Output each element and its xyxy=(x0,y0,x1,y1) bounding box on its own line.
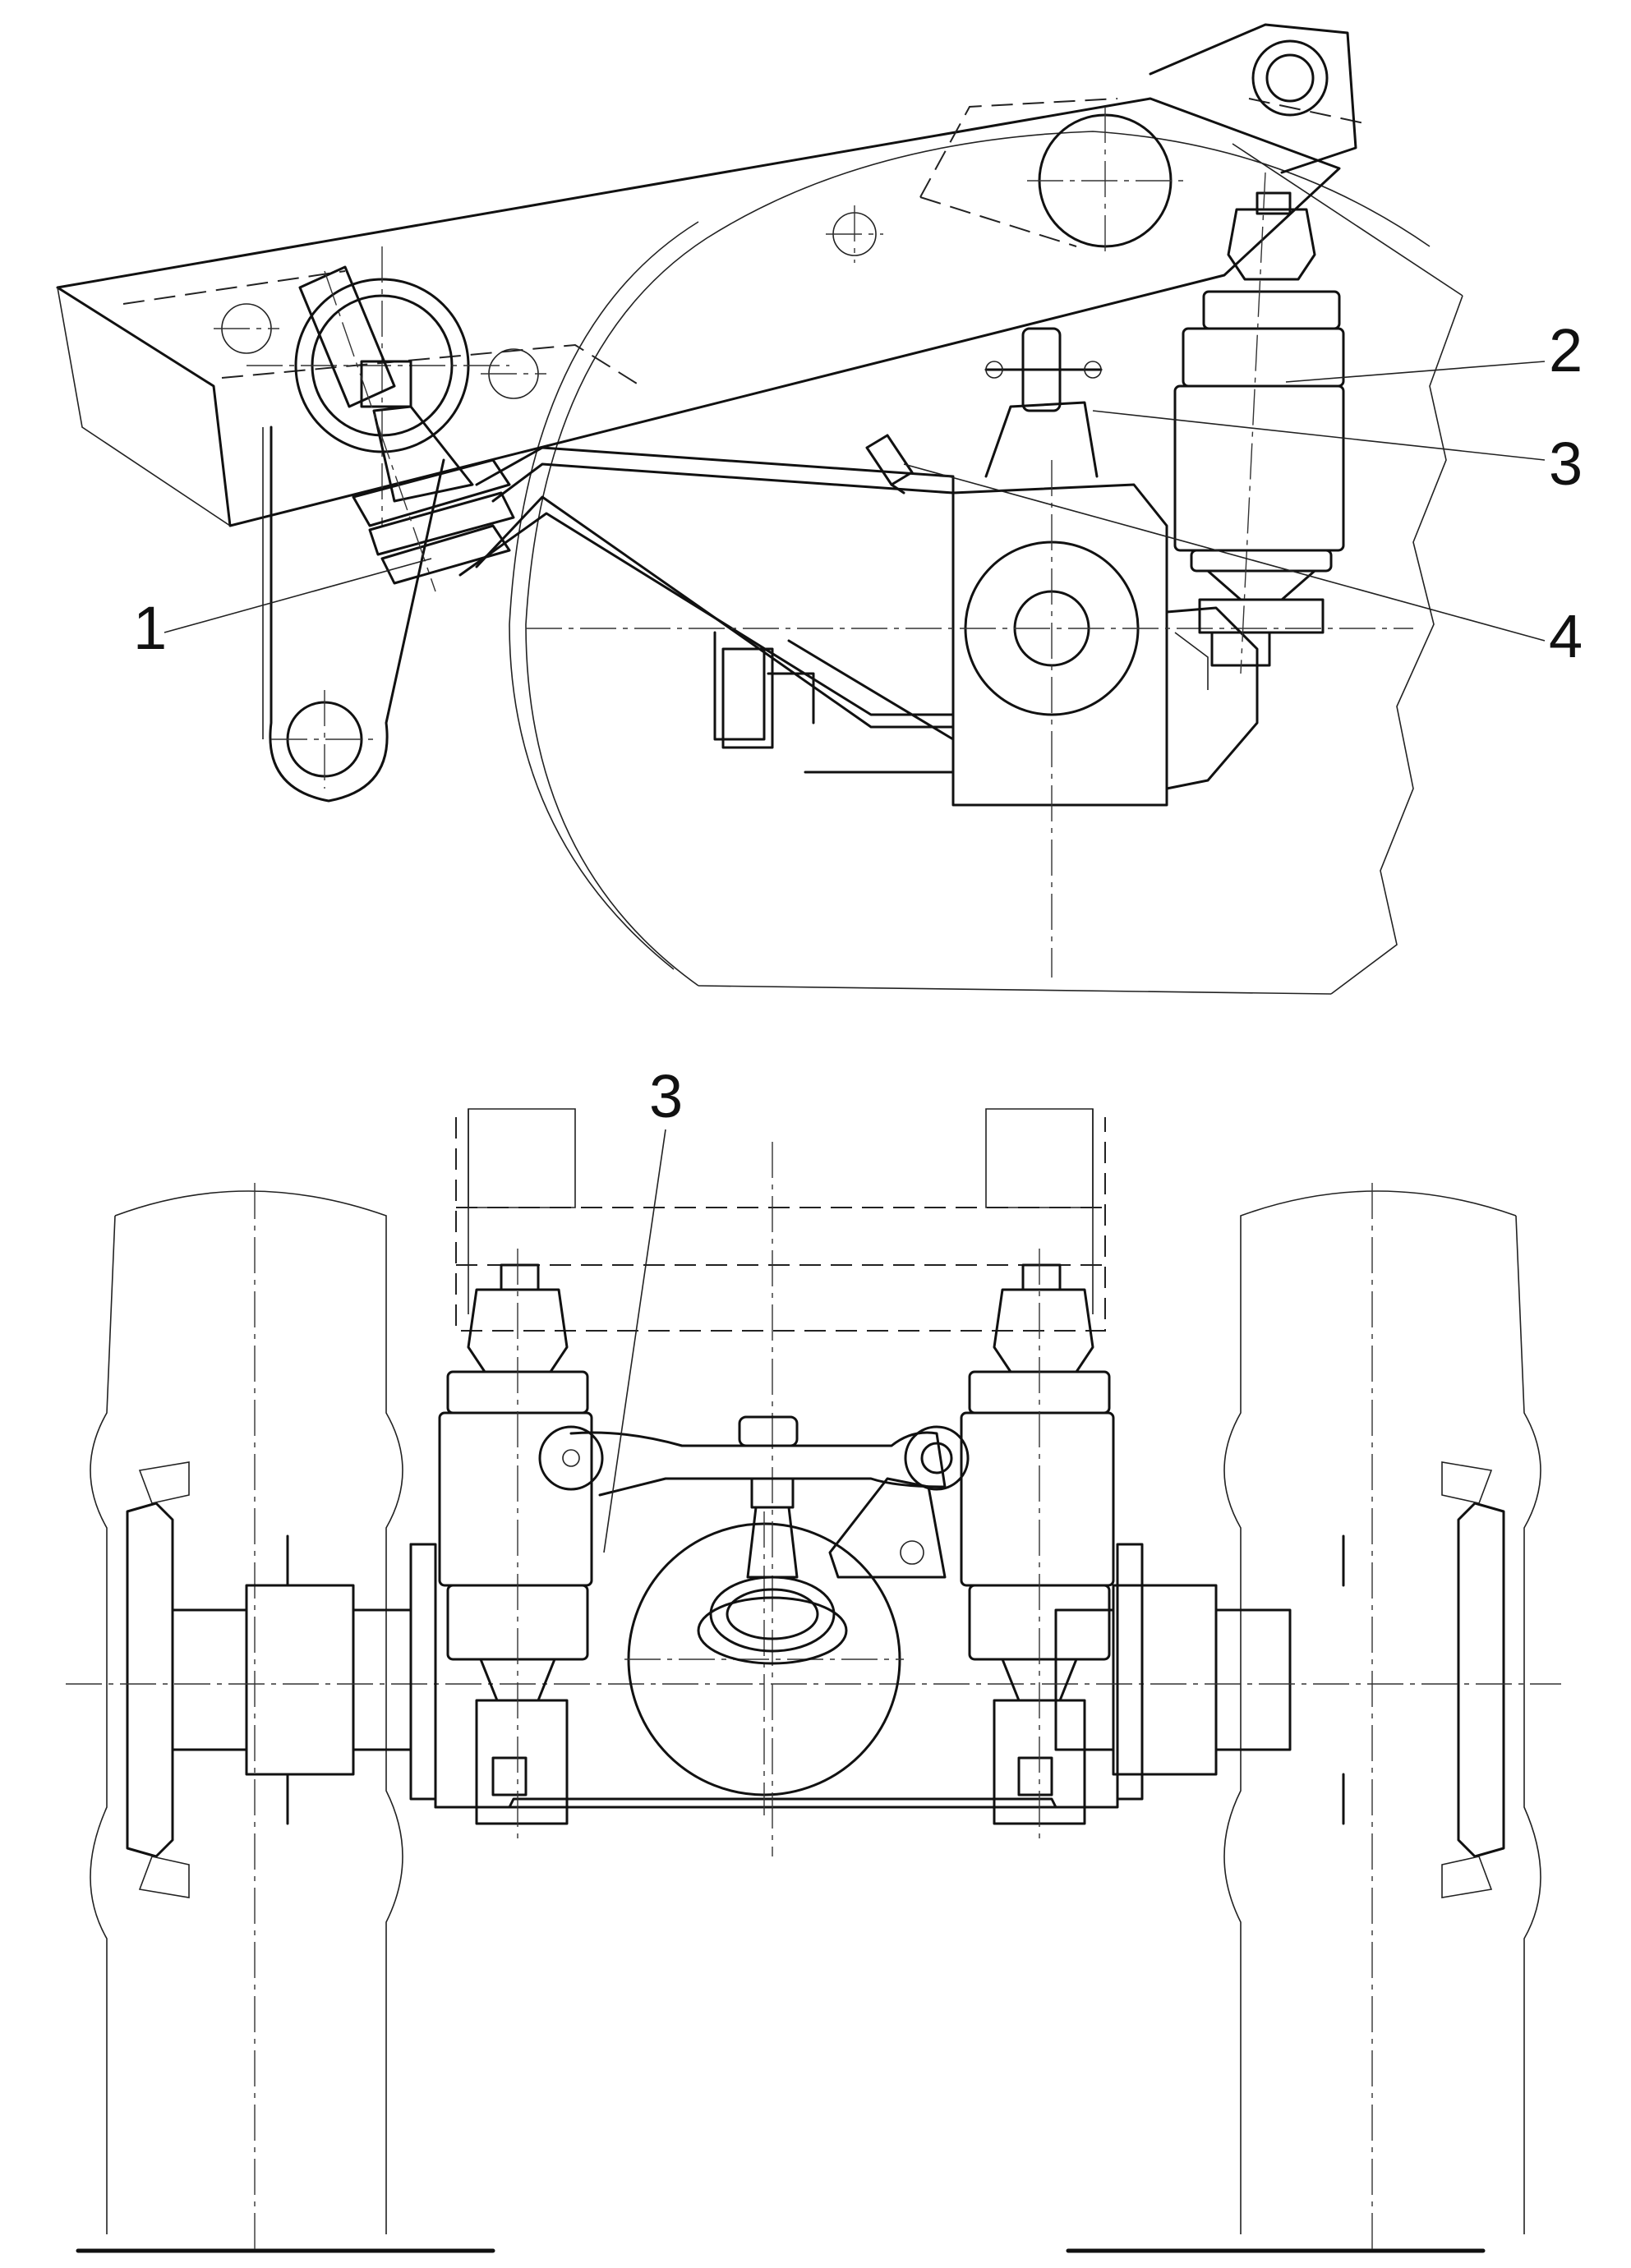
side-equalizer-arm xyxy=(458,446,955,774)
front-upper-frame xyxy=(455,1108,1106,1856)
side-axlebox xyxy=(526,460,1413,978)
front-left-damper xyxy=(438,1249,593,1840)
callout-2: 2 xyxy=(1549,316,1583,384)
side-left-mount xyxy=(246,246,509,803)
side-view xyxy=(56,23,1546,995)
side-item3-link xyxy=(984,327,1103,478)
side-bogie-frame xyxy=(56,23,1365,527)
side-leader-lines xyxy=(164,361,1546,642)
callout-4: 4 xyxy=(1549,602,1583,670)
front-item3-link xyxy=(538,1415,970,1665)
front-view xyxy=(66,1108,1561,2253)
front-leader-line-3 xyxy=(603,1129,666,1553)
front-left-wheel xyxy=(90,1183,403,2251)
side-wheel-outline xyxy=(509,131,1463,995)
front-right-wheel xyxy=(1223,1183,1541,2251)
front-right-damper xyxy=(960,1249,1115,1840)
callout-3-front: 3 xyxy=(649,1062,683,1130)
callout-labels: 1 2 3 4 3 xyxy=(133,316,1583,1130)
callout-3-side: 3 xyxy=(1549,430,1583,498)
side-item2-damper xyxy=(1173,172,1345,674)
callout-1: 1 xyxy=(133,594,167,662)
side-item1-assembly xyxy=(298,265,515,592)
front-axle xyxy=(66,1534,1561,1825)
side-item4-fitting xyxy=(865,434,914,495)
